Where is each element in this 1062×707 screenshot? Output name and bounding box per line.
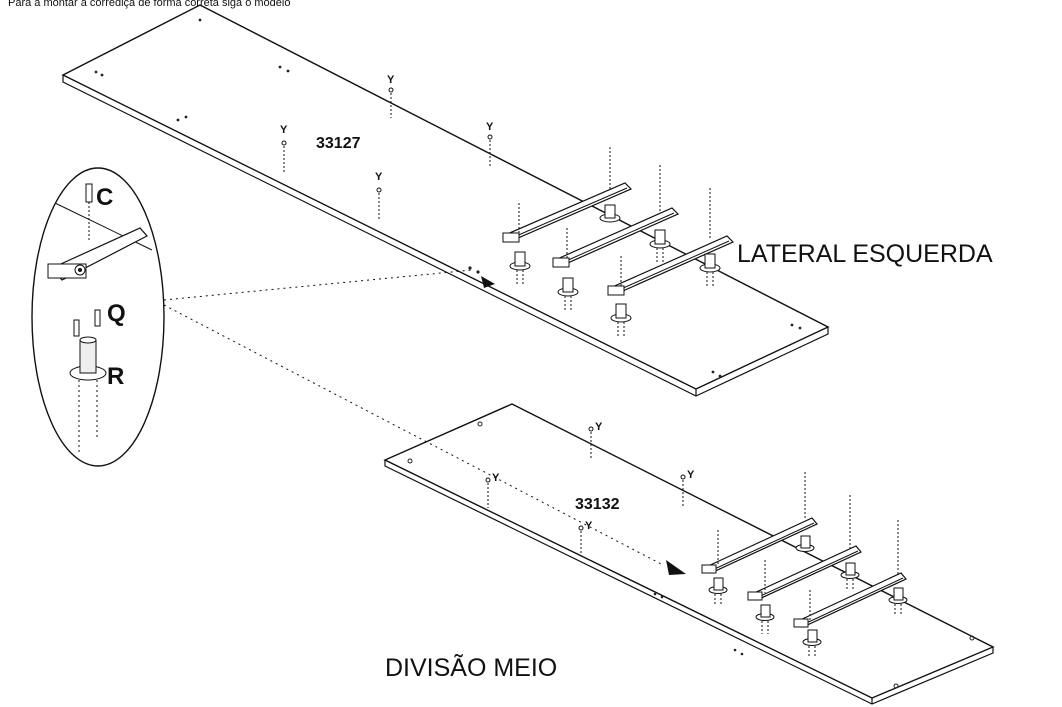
- board-divisao-meio: Y Y Y Y 33132: [383, 403, 995, 705]
- svg-text:Y: Y: [595, 421, 603, 433]
- y-screw: Y: [387, 74, 395, 118]
- part-label-q: Q: [107, 300, 126, 327]
- svg-text:Y: Y: [486, 121, 494, 133]
- part-code-33127: 33127: [316, 135, 361, 152]
- slide-support: [509, 204, 721, 323]
- svg-text:Y: Y: [687, 469, 695, 481]
- arrow-icon: [481, 276, 495, 288]
- y-screw: Y: [578, 520, 593, 556]
- arrow-icon: [666, 560, 686, 575]
- svg-text:Y: Y: [280, 124, 288, 136]
- part-label-r: R: [107, 363, 124, 390]
- svg-text:Y: Y: [375, 171, 383, 183]
- y-screw: Y: [486, 121, 494, 168]
- drawer-slide: [502, 147, 633, 243]
- svg-text:Y: Y: [585, 520, 593, 532]
- part-label-c: C: [96, 184, 113, 211]
- drawer-slide: [747, 495, 862, 601]
- callout-connector: [163, 269, 664, 566]
- title-lateral-esquerda: LATERAL ESQUERDA: [737, 240, 993, 268]
- drawer-slide: [793, 520, 907, 628]
- board-lateral-esquerda: Y Y Y Y 33127: [61, 4, 993, 397]
- slide-support: [708, 535, 908, 646]
- y-screw: Y: [680, 469, 695, 506]
- detail-callout: C Q R: [31, 167, 165, 467]
- y-screw: Y: [588, 421, 603, 458]
- top-note: Para a montar a corrediça de forma corre…: [8, 0, 290, 9]
- svg-text:Y: Y: [387, 74, 395, 86]
- drawer-slide: [607, 188, 735, 296]
- y-screw: Y: [375, 171, 383, 220]
- drawer-slide: [552, 165, 680, 268]
- y-screw: Y: [280, 124, 288, 172]
- part-code-33132: 33132: [575, 496, 620, 513]
- y-screw: Y: [485, 472, 500, 508]
- svg-text:Y: Y: [492, 472, 500, 484]
- drawer-slide: [701, 472, 818, 574]
- title-divisao-meio: DIVISÃO MEIO: [385, 653, 557, 682]
